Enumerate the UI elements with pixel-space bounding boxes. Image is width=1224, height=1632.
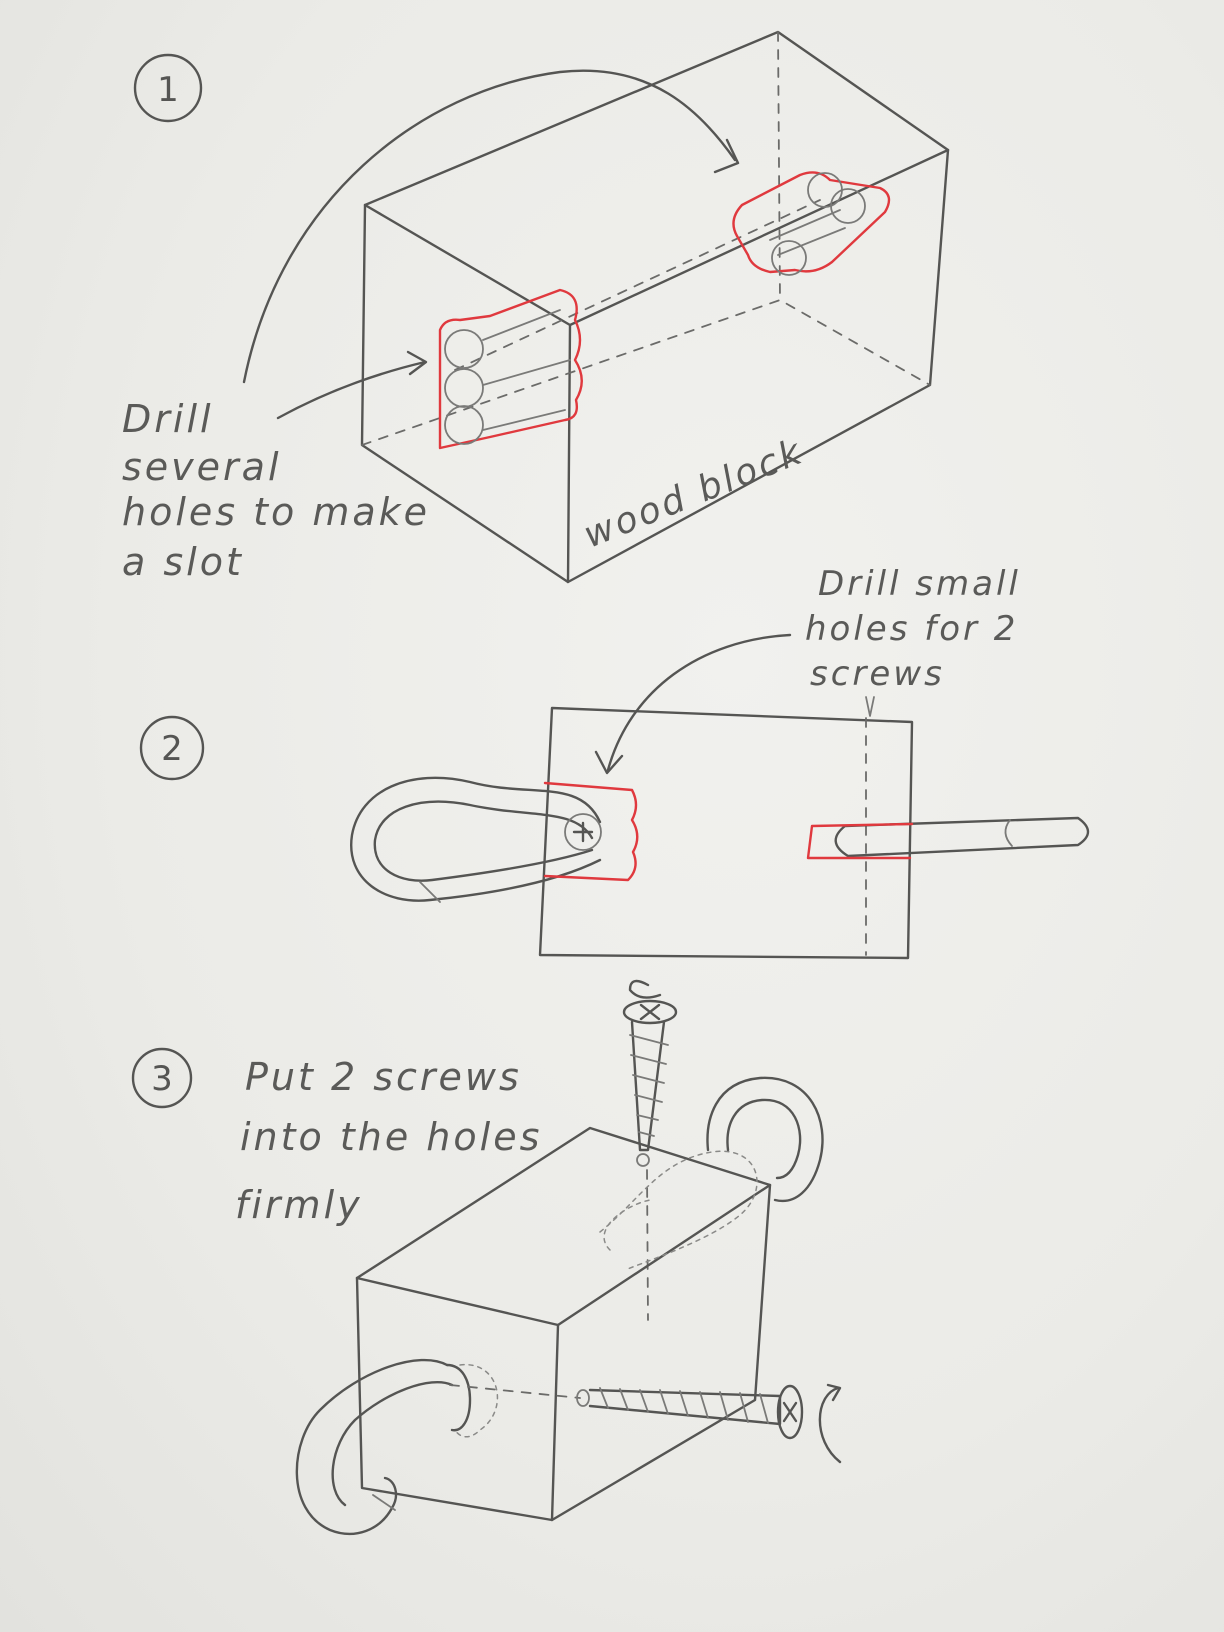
step-2-caption: Drill small holes for 2 screws — [805, 564, 1035, 694]
wood-block-label: wood block — [578, 431, 810, 556]
top-shackle — [706, 1076, 824, 1203]
slot-centre-line — [454, 199, 821, 371]
hidden-edge-bottom — [361, 299, 931, 446]
assembled-block — [355, 1126, 772, 1522]
back-hole-1 — [807, 172, 843, 208]
top-shackle-inner — [726, 1098, 802, 1180]
side-shackle — [295, 1358, 472, 1535]
step-3-circle — [131, 1047, 193, 1109]
hidden-edge-vertical — [777, 31, 781, 301]
back-slot-depth-lines — [769, 209, 846, 256]
wood-block — [360, 30, 950, 584]
screw-shaft — [630, 1020, 666, 1152]
front-slot-depth-lines — [482, 309, 571, 431]
left-shackle — [350, 776, 639, 903]
back-slot — [732, 171, 891, 276]
side-shackle-outer — [295, 1358, 449, 1535]
horizontal-screw-thread — [599, 1387, 769, 1424]
shackle-outer — [350, 776, 602, 902]
back-hole-2 — [830, 188, 866, 224]
vertical-screw — [622, 979, 678, 1321]
assembled-block-side-face — [550, 1183, 772, 1522]
screw-hole-left — [564, 813, 602, 851]
step-3: 3 Put 2 screws into the holes firmly — [131, 979, 842, 1535]
front-slot — [276, 288, 583, 450]
screw-head-top — [622, 999, 678, 1025]
step-1: 1 — [122, 30, 950, 584]
step-1-circle — [133, 53, 203, 123]
bar-end-mark — [1004, 819, 1013, 847]
hidden-shackle-top-outer — [599, 1150, 758, 1271]
back-hole-3 — [771, 240, 807, 276]
transfer-arrow-curve — [242, 69, 737, 384]
shackle-inner — [373, 800, 594, 882]
horizontal-screw-shaft — [588, 1388, 782, 1426]
screw-head-cross-icon — [572, 821, 594, 843]
screw-mark-arrow — [865, 696, 875, 717]
side-shackle-inner — [331, 1381, 454, 1507]
wood-block-top-face — [363, 30, 950, 327]
step-2-pointer-arrow — [606, 633, 792, 772]
bar-outline — [834, 816, 1090, 858]
front-slot-pointer-head — [406, 350, 428, 376]
front-slot-outline — [438, 288, 583, 450]
right-slot-red-outline — [806, 822, 914, 860]
side-shackle-end — [445, 1363, 472, 1432]
shackle-seam — [419, 881, 441, 903]
horizontal-screw-tip — [576, 1389, 590, 1407]
top-view-block — [538, 706, 914, 960]
screw-tip — [636, 1153, 650, 1167]
step-3-caption: Put 2 screws into the holes firmly — [235, 1055, 557, 1227]
screw-axis-vertical — [646, 1169, 649, 1321]
horizontal-rotation-arrow-icon — [818, 1386, 842, 1464]
screw-axis-horizontal — [449, 1384, 581, 1399]
right-bar — [806, 816, 1090, 860]
front-hole-1 — [444, 329, 484, 369]
horizontal-screw — [449, 1383, 842, 1464]
front-hole-2 — [444, 368, 484, 408]
transfer-arrow-head — [713, 138, 740, 174]
left-slot-red-outline — [543, 781, 639, 882]
step-2-number: 2 — [161, 729, 183, 769]
top-shackle-outer — [706, 1076, 824, 1203]
horizontal-screw-head — [776, 1384, 804, 1440]
assembled-block-front-face — [355, 1276, 560, 1522]
step-3-number-badge: 3 — [131, 1047, 193, 1109]
rotation-arrow-icon — [628, 979, 662, 999]
back-slot-outline — [732, 171, 891, 274]
horizontal-rotation-arrow-head — [826, 1383, 842, 1402]
step-2-number-badge: 2 — [139, 715, 205, 781]
step-2: 2 Drill small holes for 2 screws — [139, 564, 1090, 960]
step-2-circle — [139, 715, 205, 781]
front-slot-pointer-arrow — [276, 360, 427, 420]
step-1-caption: Drill several holes to make a slot — [122, 397, 445, 584]
front-hole-3 — [444, 405, 484, 445]
screw-cross-icon — [639, 1003, 661, 1021]
side-shackle-seam — [372, 1494, 396, 1511]
step-2-pointer-head — [594, 750, 624, 775]
step-3-number: 3 — [151, 1059, 173, 1099]
step-1-number: 1 — [157, 70, 179, 110]
step-1-number-badge: 1 — [133, 53, 203, 123]
horizontal-screw-cross-icon — [782, 1401, 798, 1423]
screw-thread — [629, 1034, 669, 1137]
